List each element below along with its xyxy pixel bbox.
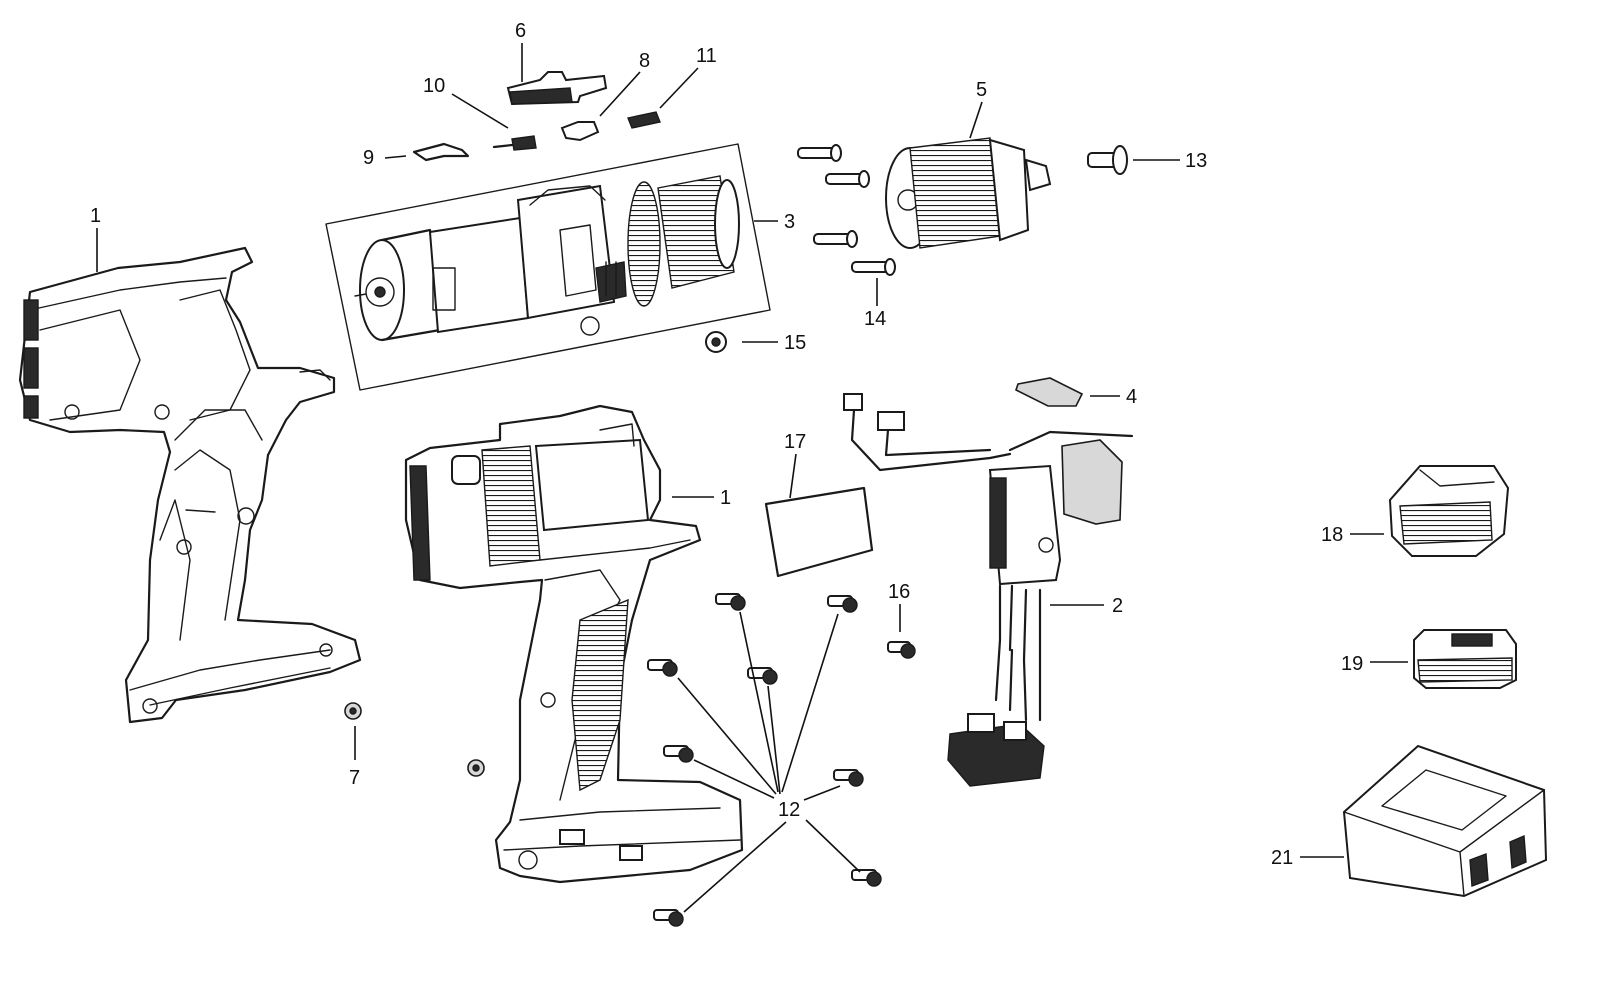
screw-14-d [851,258,896,276]
callout-12: 12 [778,799,800,821]
carry-case [1342,744,1548,898]
spring-clip [412,142,470,162]
chuck-screw [1087,145,1128,175]
screw-12-e [663,745,694,763]
screw-12-a [715,593,746,611]
screw-12-h [653,909,684,927]
callout-19: 19 [1341,653,1363,675]
screw-12-f [833,769,864,787]
callout-6: 6 [515,20,526,42]
housing-right-half [404,404,744,884]
callout-18: 18 [1321,524,1343,546]
label-sticker [764,486,874,578]
callout-2: 2 [1112,595,1123,617]
screw-12-d [747,667,778,685]
screw-12-g [851,869,882,887]
battery-pack-large [1388,465,1510,557]
spring-small-right [627,111,661,129]
callout-11: 11 [696,45,717,67]
spring-small-left [492,135,537,151]
callout-8: 8 [639,50,650,72]
callout-5: 5 [976,79,987,101]
hex-nut-extra [467,759,485,777]
callout-4: 4 [1126,386,1137,408]
keyless-chuck [885,137,1052,249]
screws-housing [647,593,882,927]
screw-14-c [813,230,858,248]
screw-12-b [827,595,858,613]
screw-14-b [825,170,870,188]
hex-nut-7 [344,702,362,720]
callout-3: 3 [784,211,795,233]
callout-1-right: 1 [720,487,731,509]
callout-15: 15 [784,332,806,354]
battery-pack-compact [1413,629,1517,689]
switch-button [1015,377,1084,407]
callout-16: 16 [888,581,910,603]
washer [705,331,727,353]
slider-pin [560,121,600,142]
callout-13: 13 [1185,150,1207,172]
callout-labels: 1 1 2 3 4 5 6 7 8 9 10 11 12 13 14 15 16… [90,20,1363,869]
trigger-switch-wiring [843,393,1134,787]
motor-gearbox-assembly [325,143,771,391]
callout-7: 7 [349,767,360,789]
screws-gearbox [797,144,896,276]
callout-21: 21 [1271,847,1293,869]
callout-10: 10 [423,75,445,97]
housing-left-half [18,246,362,724]
callout-9: 9 [363,147,374,169]
screw-16 [887,641,916,659]
callout-17: 17 [784,431,806,453]
screw-12-c [647,659,678,677]
gear-selector-switch [506,71,608,106]
leader-lines [96,43,1408,913]
callout-1-left: 1 [90,205,101,227]
screw-14-a [797,144,842,162]
callout-14: 14 [864,308,886,330]
